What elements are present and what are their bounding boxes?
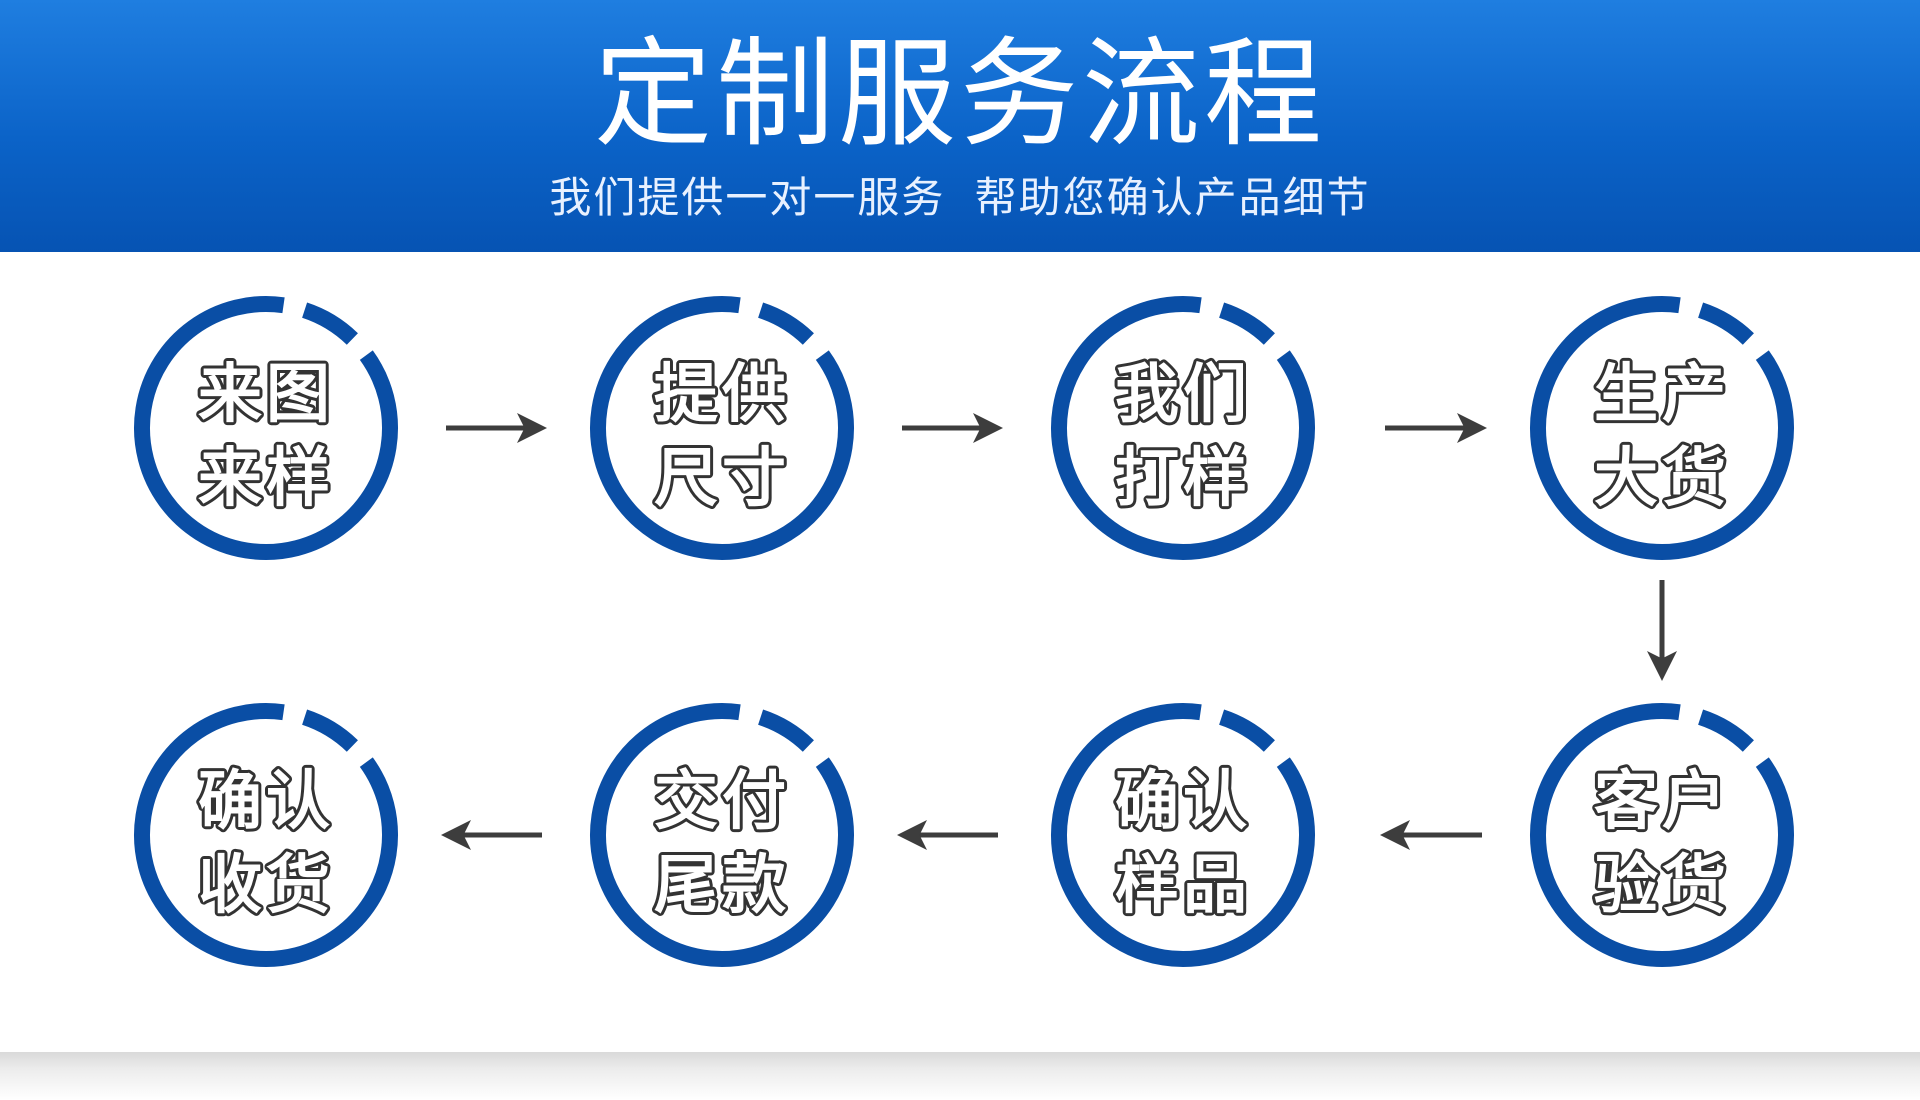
step-disk — [1069, 314, 1297, 542]
step-label-line2: 打样 — [1115, 442, 1251, 516]
step-disk — [1069, 721, 1297, 949]
step-label-line2: 尾款 — [654, 849, 790, 923]
step-label-line2: 验货 — [1594, 849, 1730, 923]
step-label-line1: 提供 — [654, 358, 790, 432]
step-label-line1: 确认 — [198, 765, 334, 839]
page-subtitle: 我们提供一对一服务 帮助您确认产品细节 — [549, 173, 1371, 222]
step-label-line1: 生产 — [1594, 358, 1730, 432]
step-ring — [1530, 296, 1794, 560]
step-label-line1: 确认 — [1115, 765, 1251, 839]
step-ring — [1051, 296, 1315, 560]
step-label-line1: 交付 — [654, 765, 790, 839]
step-label-line1: 我们 — [1115, 358, 1251, 432]
step-label-line2: 收货 — [198, 849, 334, 923]
step-label-line1: 客户 — [1594, 765, 1730, 839]
step-disk — [608, 721, 836, 949]
step-label-line2: 样品 — [1115, 849, 1251, 923]
step-ring — [1530, 703, 1794, 967]
step-label-line2: 大货 — [1594, 442, 1730, 516]
step-ring — [134, 703, 398, 967]
step-ring — [1051, 703, 1315, 967]
step-disk — [1548, 721, 1776, 949]
step-disk — [152, 721, 380, 949]
step-disk — [152, 314, 380, 542]
step-ring — [134, 296, 398, 560]
bottom-shadow — [0, 1052, 1920, 1100]
step-ring — [590, 703, 854, 967]
page-title: 定制服务流程 — [593, 25, 1326, 163]
step-disk — [608, 314, 836, 542]
step-label-line2: 尺寸 — [654, 442, 790, 516]
header-banner: 定制服务流程 我们提供一对一服务 帮助您确认产品细节 — [0, 0, 1920, 252]
step-label-line2: 来样 — [198, 442, 334, 516]
step-ring — [590, 296, 854, 560]
step-disk — [1548, 314, 1776, 542]
step-label-line1: 来图 — [198, 358, 334, 432]
